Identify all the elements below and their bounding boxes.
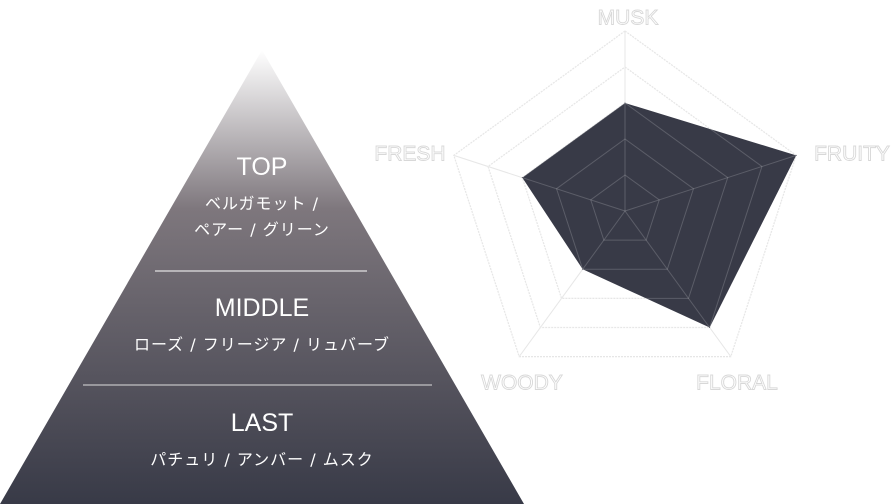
radar-point-woody [582, 268, 584, 270]
radar-axis-overlay-2 [624, 210, 732, 357]
radar-data-area [522, 103, 797, 328]
radar-point-floral [709, 326, 711, 328]
radar-grid-overlay-3 [521, 102, 729, 299]
radar-grid-overlay-4 [487, 66, 763, 328]
radar-point-fruity [795, 154, 797, 156]
radar-label-floral: FLORAL [696, 372, 778, 395]
radar-grid-overlay-1 [590, 174, 660, 241]
top-notes-line2: ペアー / グリーン [194, 220, 330, 239]
radar-label-fresh: FRESH [374, 143, 445, 166]
last-notes-title: LAST [230, 409, 294, 437]
radar-grid-overlay-2 [555, 138, 695, 270]
radar-label-fruity: FRUITY [814, 143, 890, 166]
radar-grid-overlay-5 [453, 30, 797, 358]
last-notes-list: パチュリ / アンバー / ムスク [150, 450, 374, 469]
radar-axis-overlay-3 [518, 210, 626, 357]
radar-grid-ring-5 [453, 30, 797, 358]
top-notes-line1: ベルガモット / [205, 194, 319, 213]
radar-point-fresh [521, 177, 523, 179]
middle-notes-title: MIDDLE [214, 294, 310, 322]
middle-notes-list: ローズ / フリージア / リュバーブ [133, 335, 391, 354]
radar-point-musk [624, 102, 626, 104]
radar-label-musk: MUSK [598, 7, 659, 30]
radar-axis-overlay-4 [453, 154, 626, 212]
pyramid-shape [0, 50, 524, 504]
top-notes-title: TOP [236, 153, 288, 181]
radar-label-woody: WOODY [481, 372, 563, 395]
radar-axis-overlay-1 [624, 154, 797, 212]
